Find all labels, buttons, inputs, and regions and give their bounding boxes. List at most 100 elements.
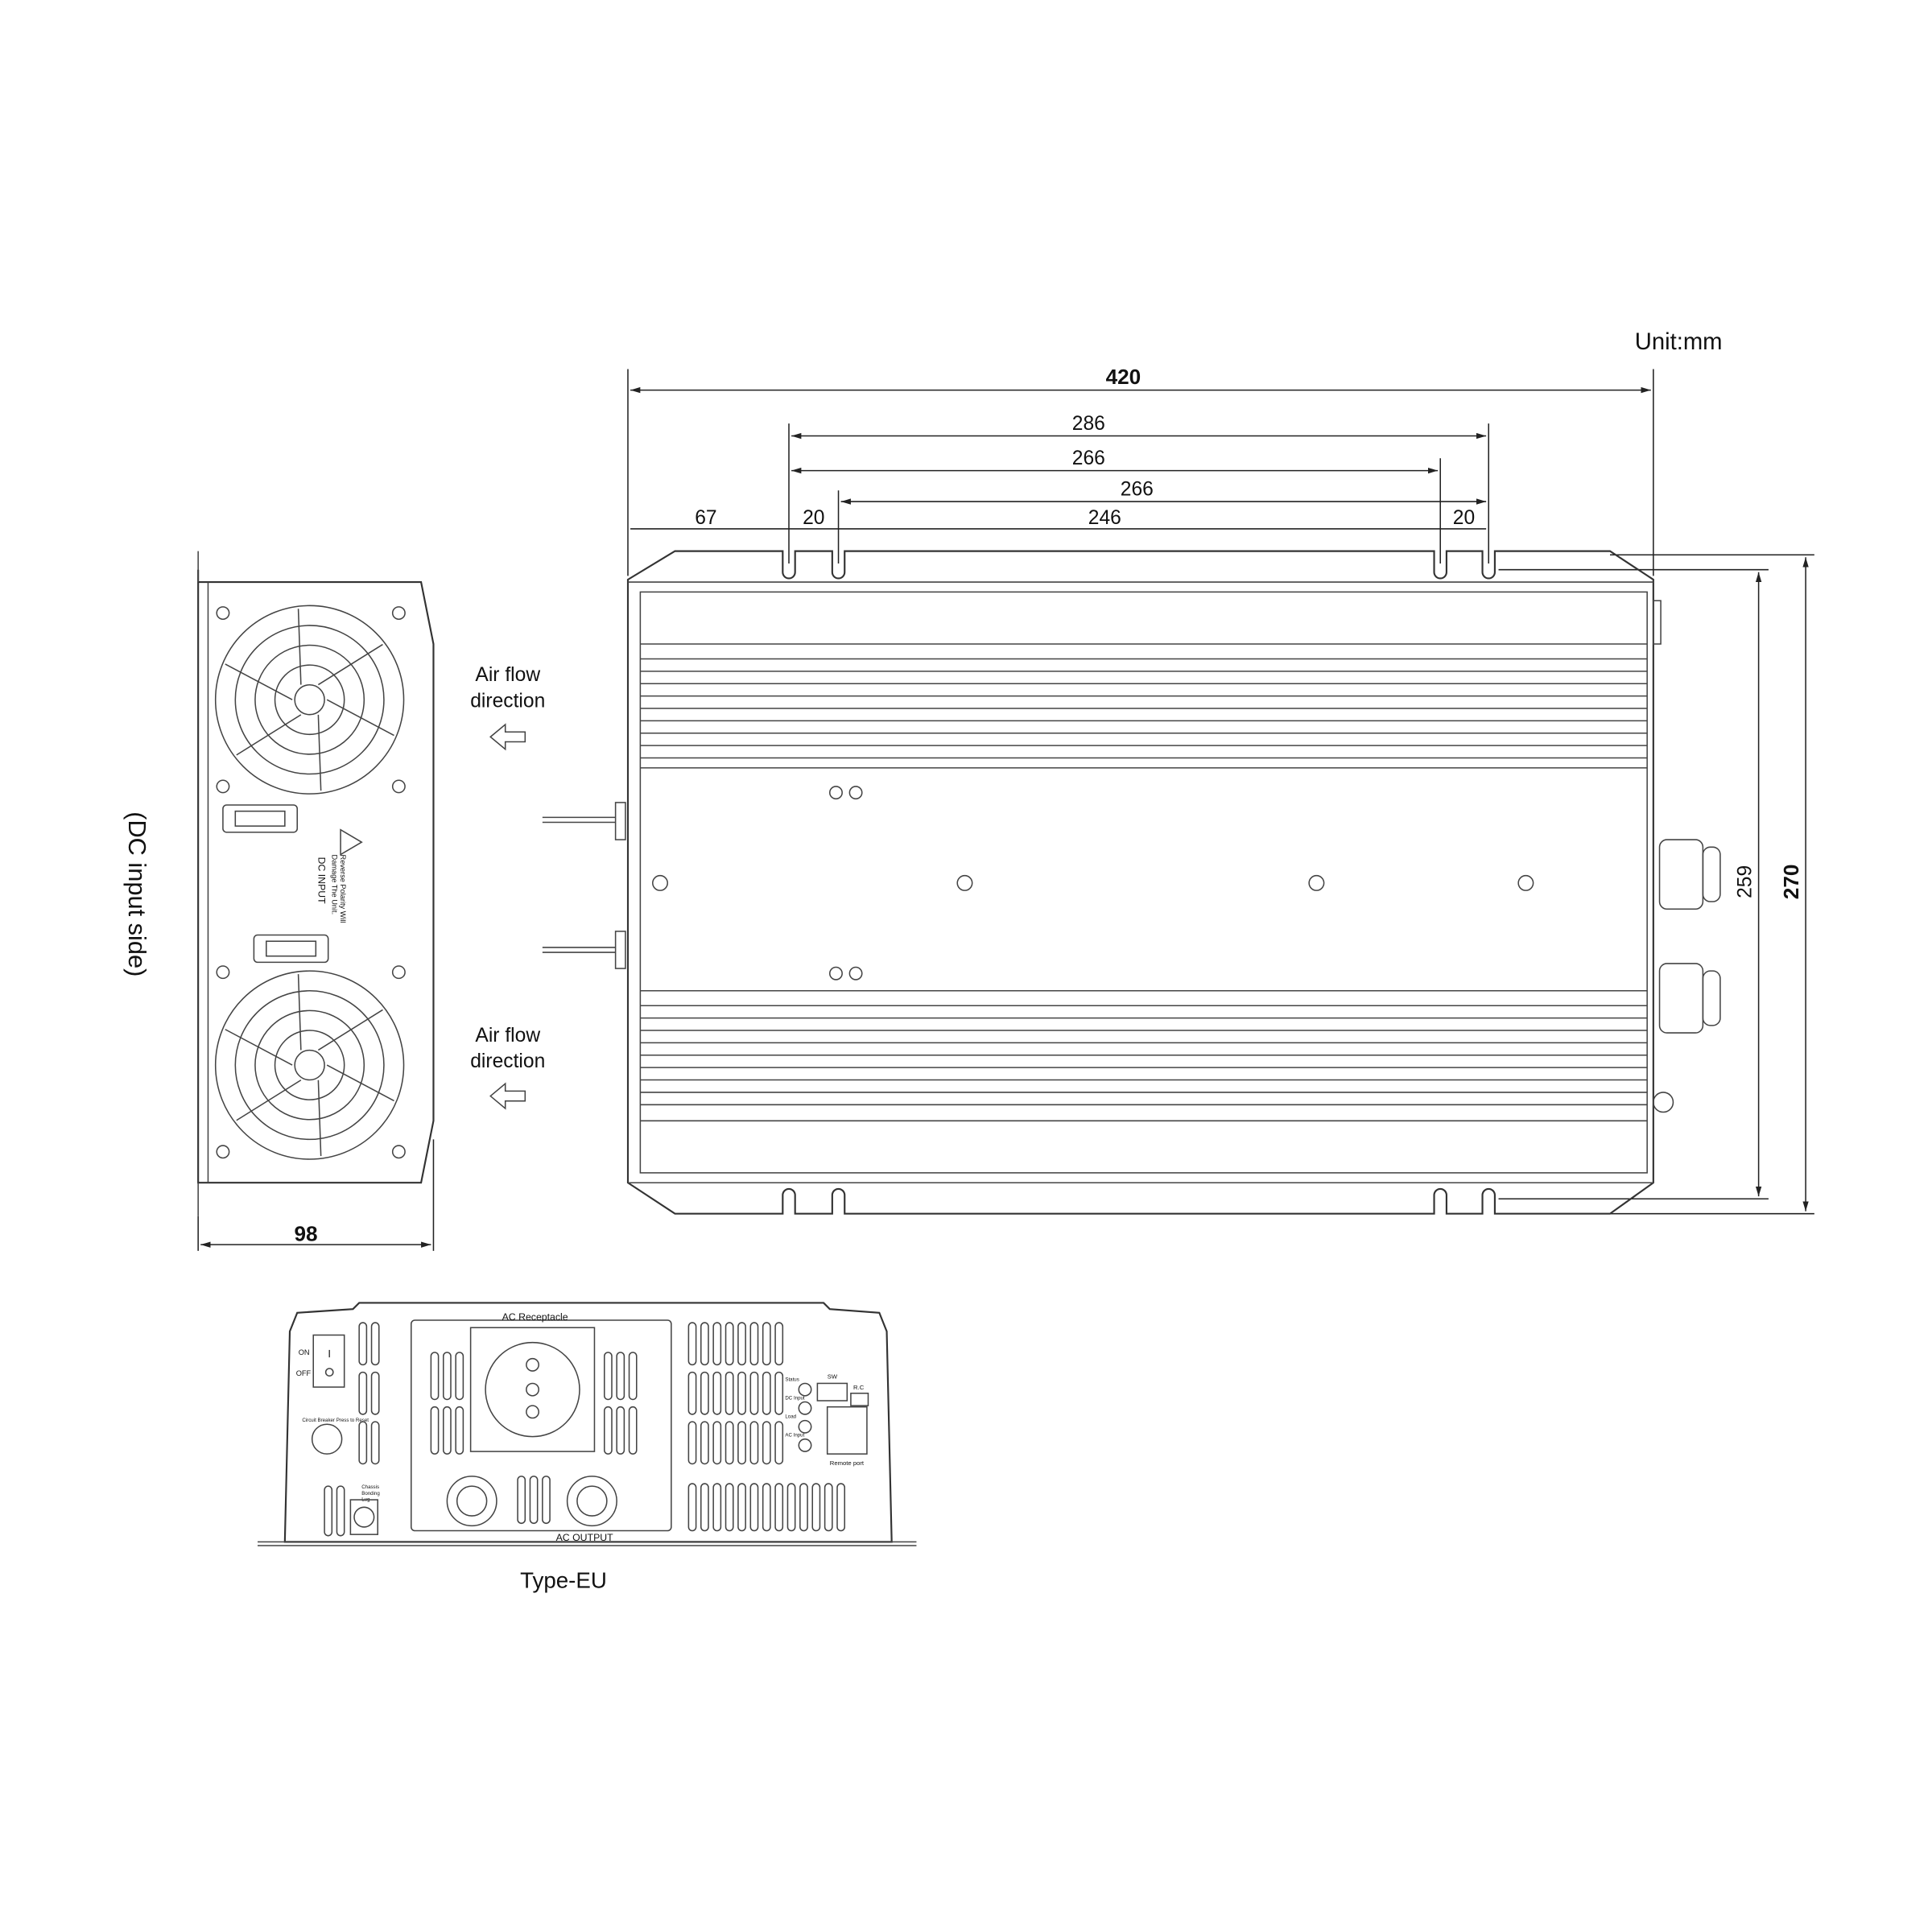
vent-slot: [774, 1483, 784, 1532]
dc-input-label: DC INPUT: [316, 857, 327, 905]
vent-slot: [762, 1322, 771, 1366]
svg-text:Status: Status: [785, 1377, 799, 1382]
fan-icon: [214, 605, 405, 795]
vent-slot: [700, 1421, 709, 1465]
vent-slot: [628, 1406, 638, 1455]
cable-gland-icon: [1658, 963, 1721, 1034]
fan-icon: [214, 970, 405, 1160]
ac-output-label: AC OUTPUT: [556, 1532, 614, 1543]
vent-slot: [687, 1483, 697, 1532]
vent-slot: [749, 1322, 759, 1366]
vent-slot: [749, 1483, 759, 1532]
circuit-breaker-icon: [311, 1423, 343, 1455]
vent-slot: [443, 1352, 452, 1401]
vent-slot: [455, 1406, 464, 1455]
svg-text:Bonding: Bonding: [361, 1491, 380, 1496]
vent-slot: [724, 1421, 734, 1465]
eu-socket-icon: [485, 1341, 580, 1438]
airflow-top: Air flow direction: [470, 664, 545, 751]
unit-label: Unit:mm: [1635, 329, 1723, 355]
vent-slot: [762, 1483, 771, 1532]
vent-slot: [700, 1322, 709, 1366]
vent-slot: [712, 1371, 722, 1415]
svg-text:SW: SW: [828, 1373, 838, 1380]
dim-266-a: 266: [1072, 448, 1105, 469]
fan-ring: [254, 1009, 365, 1121]
vent-slot: [737, 1322, 746, 1366]
dim-270: 270: [1779, 865, 1803, 900]
vent-slot: [786, 1483, 796, 1532]
vent-slot: [370, 1421, 380, 1465]
vent-slot: [616, 1352, 625, 1401]
side-view: Reverse Polarity Will Damage The Unit. D…: [123, 551, 435, 1251]
warning-text-2: Damage The Unit.: [330, 855, 338, 915]
arrow-left-icon: [489, 723, 526, 751]
svg-text:Air flow: Air flow: [475, 664, 540, 686]
vent-slot: [358, 1371, 368, 1415]
svg-text:direction: direction: [470, 1051, 545, 1072]
dim-67: 67: [695, 507, 716, 529]
vent-slot: [712, 1483, 722, 1532]
airflow-bottom: Air flow direction: [470, 1025, 545, 1110]
fan-ring: [294, 1049, 325, 1081]
vent-slot: [687, 1371, 697, 1415]
fan-spoke: [326, 1064, 394, 1102]
dim-420: 420: [1106, 365, 1141, 389]
svg-text:DC Input: DC Input: [785, 1395, 805, 1401]
fan-spoke: [317, 1009, 383, 1051]
rj45-port-icon: [826, 1406, 868, 1455]
right-dimensions: 259 270: [1498, 554, 1814, 1215]
svg-text:Load: Load: [785, 1414, 796, 1420]
vent-slot: [370, 1371, 380, 1415]
vent-slot: [836, 1483, 846, 1532]
vent-slot: [774, 1371, 784, 1415]
dim-266-b: 266: [1121, 478, 1154, 500]
svg-text:Remote port: Remote port: [830, 1459, 865, 1467]
svg-text:R.C: R.C: [853, 1384, 865, 1391]
vent-slot: [324, 1485, 333, 1537]
fan-spoke: [236, 1080, 302, 1121]
vent-slot: [370, 1322, 380, 1366]
fan-spoke: [317, 714, 322, 791]
vent-slot: [811, 1483, 821, 1532]
ground-screw-icon: [1653, 1092, 1674, 1113]
dim-98: 98: [294, 1222, 317, 1246]
fan-ring: [234, 625, 385, 775]
vent-slot: [724, 1483, 734, 1532]
dc-terminal-icon: [222, 804, 298, 833]
vent-slot: [358, 1322, 368, 1366]
vent-slot: [737, 1371, 746, 1415]
vent-slot: [824, 1483, 833, 1532]
cable-gland-icon: [1658, 839, 1721, 910]
svg-text:direction: direction: [470, 690, 545, 712]
vent-slot: [336, 1485, 345, 1537]
svg-text:Air flow: Air flow: [475, 1025, 540, 1046]
vent-slot: [687, 1322, 697, 1366]
fan-ring: [274, 1030, 345, 1100]
dim-246: 246: [1088, 507, 1121, 529]
vent-slot: [712, 1322, 722, 1366]
dim-20-right: 20: [1453, 507, 1475, 529]
vent-slot: [749, 1421, 759, 1465]
dim-20-left: 20: [803, 507, 824, 529]
vent-slot: [724, 1322, 734, 1366]
vent-slot: [455, 1352, 464, 1401]
vent-slot: [737, 1421, 746, 1465]
vent-slot: [700, 1483, 709, 1532]
vent-slot: [616, 1406, 625, 1455]
vent-slot: [430, 1352, 440, 1401]
fan-ring: [214, 605, 405, 795]
fan-ring: [274, 664, 345, 736]
fan-spoke: [326, 699, 394, 737]
arrow-left-icon: [489, 1082, 526, 1110]
top-dimensions: 420 286 266 266 67 20 246 20: [627, 365, 1654, 576]
vent-slot: [443, 1406, 452, 1455]
vent-slot: [799, 1483, 808, 1532]
svg-text:ON: ON: [299, 1348, 310, 1356]
vent-slot: [542, 1476, 551, 1525]
dim-286: 286: [1072, 413, 1105, 435]
warning-icon: [340, 828, 363, 856]
svg-text:AC Input: AC Input: [785, 1433, 804, 1439]
vent-slot: [712, 1421, 722, 1465]
fan-ring: [234, 990, 385, 1141]
